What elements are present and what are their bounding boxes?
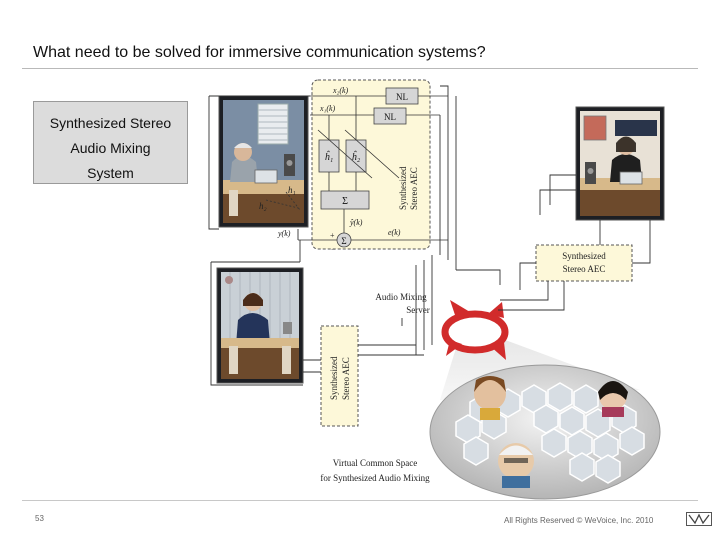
sum-junction-label: Σ [341,236,346,246]
virtual-common-space [429,364,661,500]
slide-title: What need to be solved for immersive com… [33,44,486,61]
top-left-room-photo [218,95,309,228]
bottom-left-room-photo [216,267,304,384]
copyright-text: All Rights Reserved © WeVoice, Inc. 2010 [504,516,654,525]
right-aec-line-1: Synthesized [562,251,606,261]
aec-vertical-line-2: Stereo AEC [409,167,419,210]
h2-label: h₂ [259,201,267,211]
system-label-box: Synthesized Stereo Audio Mixing System [33,101,188,184]
label-line-2: Audio Mixing [70,140,151,156]
label-line-1: Synthesized Stereo [49,115,172,131]
audio-mixing-server-icon [441,300,509,360]
y-hat-label: ŷ(k) [349,218,363,227]
page-number: 53 [35,514,44,523]
aec-vertical-line-1: Synthesized [398,166,408,210]
connection-lines [208,85,651,386]
sum-label: Σ [342,196,348,207]
x1-label: x₁(k) [319,104,336,113]
left-aec-line-2: Stereo AEC [341,357,351,400]
title-divider [22,68,698,69]
nl-second: NL [384,112,396,122]
plus-sign: + [330,231,335,240]
top-right-room-photo [575,106,665,221]
nl-top: NL [396,92,408,102]
h1-hat-label: ĥ₁ [325,150,333,163]
left-aec-box [320,325,359,427]
virtual-space-line-2: for Synthesized Audio Mixing [320,473,430,483]
label-line-3: System [87,165,134,181]
e-label: e(k) [388,228,401,237]
h1-label: h₁ [288,185,296,195]
virtual-space-line-1: Virtual Common Space [333,458,417,468]
server-label-line-1: Audio Mixing [375,292,427,302]
server-label-line-2: Server [406,305,430,315]
left-aec-line-1: Synthesized [329,356,339,400]
aec-block [298,79,448,250]
left-aec-vertical-label: Synthesized Stereo AEC [329,356,351,400]
aec-vertical-label: Synthesized Stereo AEC [398,166,419,210]
h2-hat-label: ĥ₂ [352,150,361,163]
footer-divider [22,500,698,501]
brand-logo-icon [686,512,712,526]
y-label: y(k) [277,229,291,238]
right-aec-line-2: Stereo AEC [563,264,606,274]
x2-label: x₂(k) [332,86,349,95]
minus-sign: − [331,245,336,254]
